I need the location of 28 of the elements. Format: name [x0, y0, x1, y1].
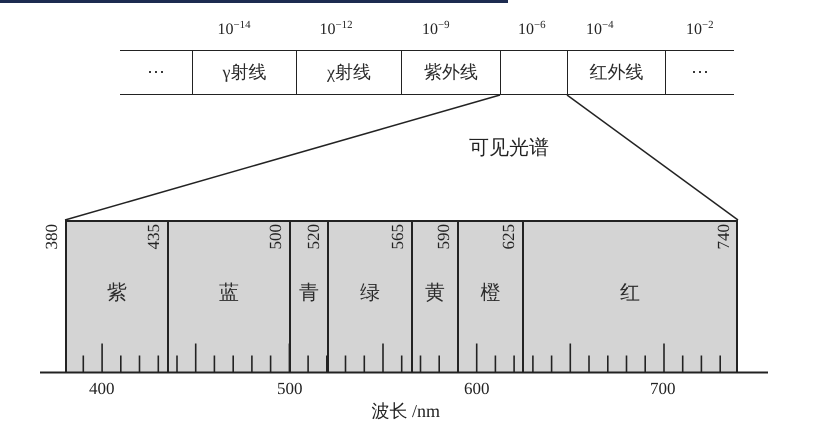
tick-label: 600	[464, 380, 490, 398]
axis-title: 波长 /nm	[372, 402, 440, 422]
spectrum-region-cell: ⋯	[665, 50, 734, 95]
tick-label: 700	[650, 380, 676, 398]
boundary-wavelength: 520	[305, 224, 324, 250]
spectrum-region-cell: χ射线	[296, 50, 401, 95]
spectrum-title: 可见光谱	[469, 137, 549, 159]
projection-line	[566, 94, 738, 221]
boundary-wavelength: 625	[500, 224, 519, 250]
tick-label: 500	[277, 380, 302, 398]
wavelength-value: 10$^{−4}$	[586, 21, 614, 39]
wavelength-value: 10$^{−14}$	[218, 21, 251, 39]
boundary-wavelength: 435	[145, 224, 164, 250]
spectrum-region-cell: 红外线	[567, 50, 665, 95]
boundary-wavelength: 590	[435, 224, 454, 250]
tick-label: 400	[89, 380, 114, 398]
boundary-wavelength: 740	[715, 224, 734, 250]
wavelength-value: 10$^{−12}$	[320, 21, 353, 39]
boundary-wavelength: 500	[267, 224, 286, 250]
spectrum-region-cell: ⋯	[120, 50, 192, 95]
boundary-wavelength: 565	[389, 224, 408, 250]
boundary-wavelength: 380	[43, 224, 62, 250]
spectrum-region-cell: γ射线	[192, 50, 296, 95]
wavelength-value: 10$^{−9}$	[422, 21, 450, 39]
wavelength-value: 10$^{−6}$	[518, 21, 546, 39]
wavelength-value: 10$^{−2}$	[686, 21, 714, 39]
spectrum-region-cell: 紫外线	[401, 50, 500, 95]
projection-line	[64, 94, 500, 221]
